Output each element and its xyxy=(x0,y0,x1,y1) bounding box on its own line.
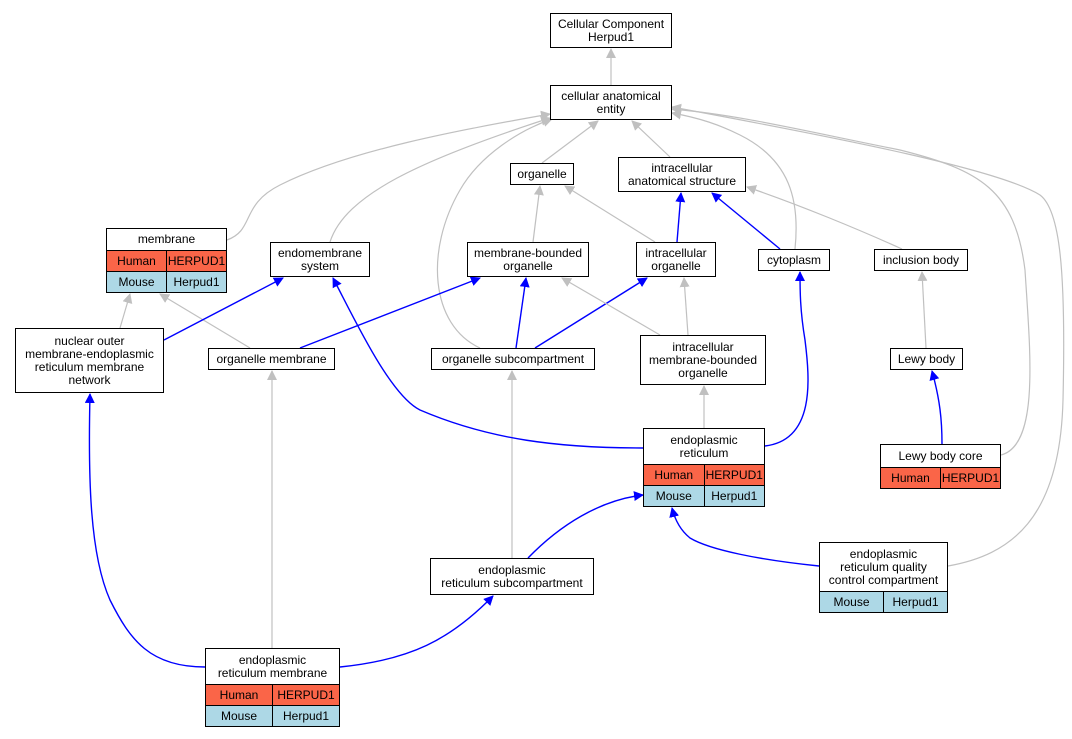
term-label: endoplasmic reticulum membrane xyxy=(217,652,328,680)
edge-is-a-imbo-to-io xyxy=(679,277,690,336)
term-label: endoplasmic reticulum xyxy=(670,432,738,460)
annotation-row-mouse: Mouse Herpud1 xyxy=(206,705,339,726)
gene-label: HERPUD1 xyxy=(940,468,1000,488)
term-label: endoplasmic reticulum subcompartment xyxy=(441,562,583,590)
gene-label: Herpud1 xyxy=(883,592,947,612)
edge-is-a-cytoplasm-to-cae xyxy=(671,109,797,250)
edge-is-a-erqc-to-cae xyxy=(671,103,1065,567)
term-label: cellular anatomical entity xyxy=(561,88,661,116)
term-node-io[interactable]: intracellular organelle xyxy=(636,242,716,277)
edge-part-of-er-to-cytoplasm xyxy=(764,271,809,447)
term-label: inclusion body xyxy=(882,252,960,267)
term-label: nuclear outer membrane-endoplasmic retic… xyxy=(25,333,154,387)
term-label: membrane-bounded organelle xyxy=(473,245,583,273)
annotation-row-human: Human HERPUD1 xyxy=(644,464,764,485)
term-node-ias[interactable]: intracellular anatomical structure xyxy=(618,157,746,192)
term-node-orgmem[interactable]: organelle membrane xyxy=(208,348,335,370)
term-node-cae[interactable]: cellular anatomical entity xyxy=(550,85,672,120)
edge-part-of-orgmem-to-mbo xyxy=(299,276,481,349)
gene-label: HERPUD1 xyxy=(166,251,226,271)
term-label: cytoplasm xyxy=(766,252,822,267)
term-label: organelle subcompartment xyxy=(441,351,585,366)
edge-is-a-lewy-to-inclusion xyxy=(917,271,928,349)
term-label: Lewy body xyxy=(897,351,956,366)
edge-is-a-orgsub-to-cae xyxy=(436,117,553,349)
term-label: intracellular membrane-bounded organelle xyxy=(648,339,758,380)
gene-label: Herpud1 xyxy=(272,706,339,726)
edge-is-a-membrane-to-cae xyxy=(226,110,551,241)
term-label: Lewy body core xyxy=(898,448,983,463)
edge-is-a-io-to-organelle xyxy=(564,185,656,243)
term-node-organelle[interactable]: organelle xyxy=(510,163,574,185)
annotation-row-human: Human HERPUD1 xyxy=(107,250,226,271)
term-node-cytoplasm[interactable]: cytoplasm xyxy=(758,249,830,271)
term-node-cc-root[interactable]: Cellular Component Herpud1 xyxy=(550,13,672,48)
term-node-inclusion[interactable]: inclusion body xyxy=(874,249,968,271)
term-label: endomembrane system xyxy=(277,245,363,273)
edge-is-a-nuclear-to-membrane xyxy=(119,293,133,329)
species-label: Human xyxy=(654,467,694,482)
gene-label: Herpud1 xyxy=(703,486,765,506)
species-label: Human xyxy=(117,253,156,268)
term-node-orgsub[interactable]: organelle subcompartment xyxy=(431,348,595,370)
term-label: Cellular Component Herpud1 xyxy=(557,16,665,44)
edge-is-a-imbo-to-mbo xyxy=(561,277,661,336)
annotation-row-mouse: Mouse Herpud1 xyxy=(644,485,764,506)
edge-part-of-lewycore-to-lewy xyxy=(929,370,943,445)
annotation-row-mouse: Mouse Herpud1 xyxy=(820,591,947,612)
species-label: Mouse xyxy=(220,708,258,723)
term-label: organelle xyxy=(517,166,567,181)
edge-is-a-mbo-to-organelle xyxy=(532,185,544,243)
edge-part-of-orgsub-to-mbo xyxy=(515,277,530,349)
edge-part-of-erqc-to-er xyxy=(669,507,820,567)
edge-part-of-ersub-to-er xyxy=(527,491,644,559)
edge-part-of-nuclear-to-endomem xyxy=(163,277,284,341)
edge-part-of-io-to-ias xyxy=(675,192,686,243)
species-label: Mouse xyxy=(118,274,155,289)
term-node-erqc[interactable]: endoplasmic reticulum quality control co… xyxy=(819,542,948,613)
term-label: endoplasmic reticulum quality control co… xyxy=(828,546,939,587)
species-label: Mouse xyxy=(655,488,692,503)
gene-label: HERPUD1 xyxy=(272,685,339,705)
edge-part-of-er-to-endomem xyxy=(332,277,644,449)
term-node-imbo[interactable]: intracellular membrane-bounded organelle xyxy=(640,335,766,385)
edge-part-of-cytoplasm-to-ias xyxy=(711,192,781,250)
term-node-lewy[interactable]: Lewy body xyxy=(890,348,963,370)
edge-is-a-orgmem-to-membrane xyxy=(159,293,251,349)
gene-label: HERPUD1 xyxy=(703,465,765,485)
edge-part-of-ermem-to-ersub xyxy=(339,595,494,668)
edge-is-a-endomem-to-cae xyxy=(329,116,551,243)
term-label: membrane xyxy=(137,232,196,246)
term-node-endomem[interactable]: endomembrane system xyxy=(270,242,370,277)
edge-is-a-lewycore-to-cae xyxy=(671,104,1031,456)
term-label: intracellular organelle xyxy=(645,245,707,273)
edge-part-of-ermem-to-nuclear xyxy=(84,393,206,668)
annotation-row-mouse: Mouse Herpud1 xyxy=(107,271,226,292)
species-label: Human xyxy=(219,687,259,702)
term-node-nuclear[interactable]: nuclear outer membrane-endoplasmic retic… xyxy=(15,328,164,393)
species-label: Mouse xyxy=(833,594,870,609)
edge-is-a-inclusion-to-ias xyxy=(746,185,903,250)
edge-is-a-ias-to-cae xyxy=(631,120,671,158)
edge-is-a-organelle-to-cae xyxy=(541,120,599,164)
term-node-ersub[interactable]: endoplasmic reticulum subcompartment xyxy=(430,558,594,595)
species-label: Human xyxy=(891,470,930,485)
annotation-row-human: Human HERPUD1 xyxy=(881,467,1000,488)
term-node-mbo[interactable]: membrane-bounded organelle xyxy=(467,242,589,277)
edge-part-of-orgsub-to-io xyxy=(534,277,648,349)
gene-label: Herpud1 xyxy=(166,272,226,292)
term-label: organelle membrane xyxy=(216,351,327,366)
term-label: intracellular anatomical structure xyxy=(627,160,737,188)
annotation-row-human: Human HERPUD1 xyxy=(206,684,339,705)
